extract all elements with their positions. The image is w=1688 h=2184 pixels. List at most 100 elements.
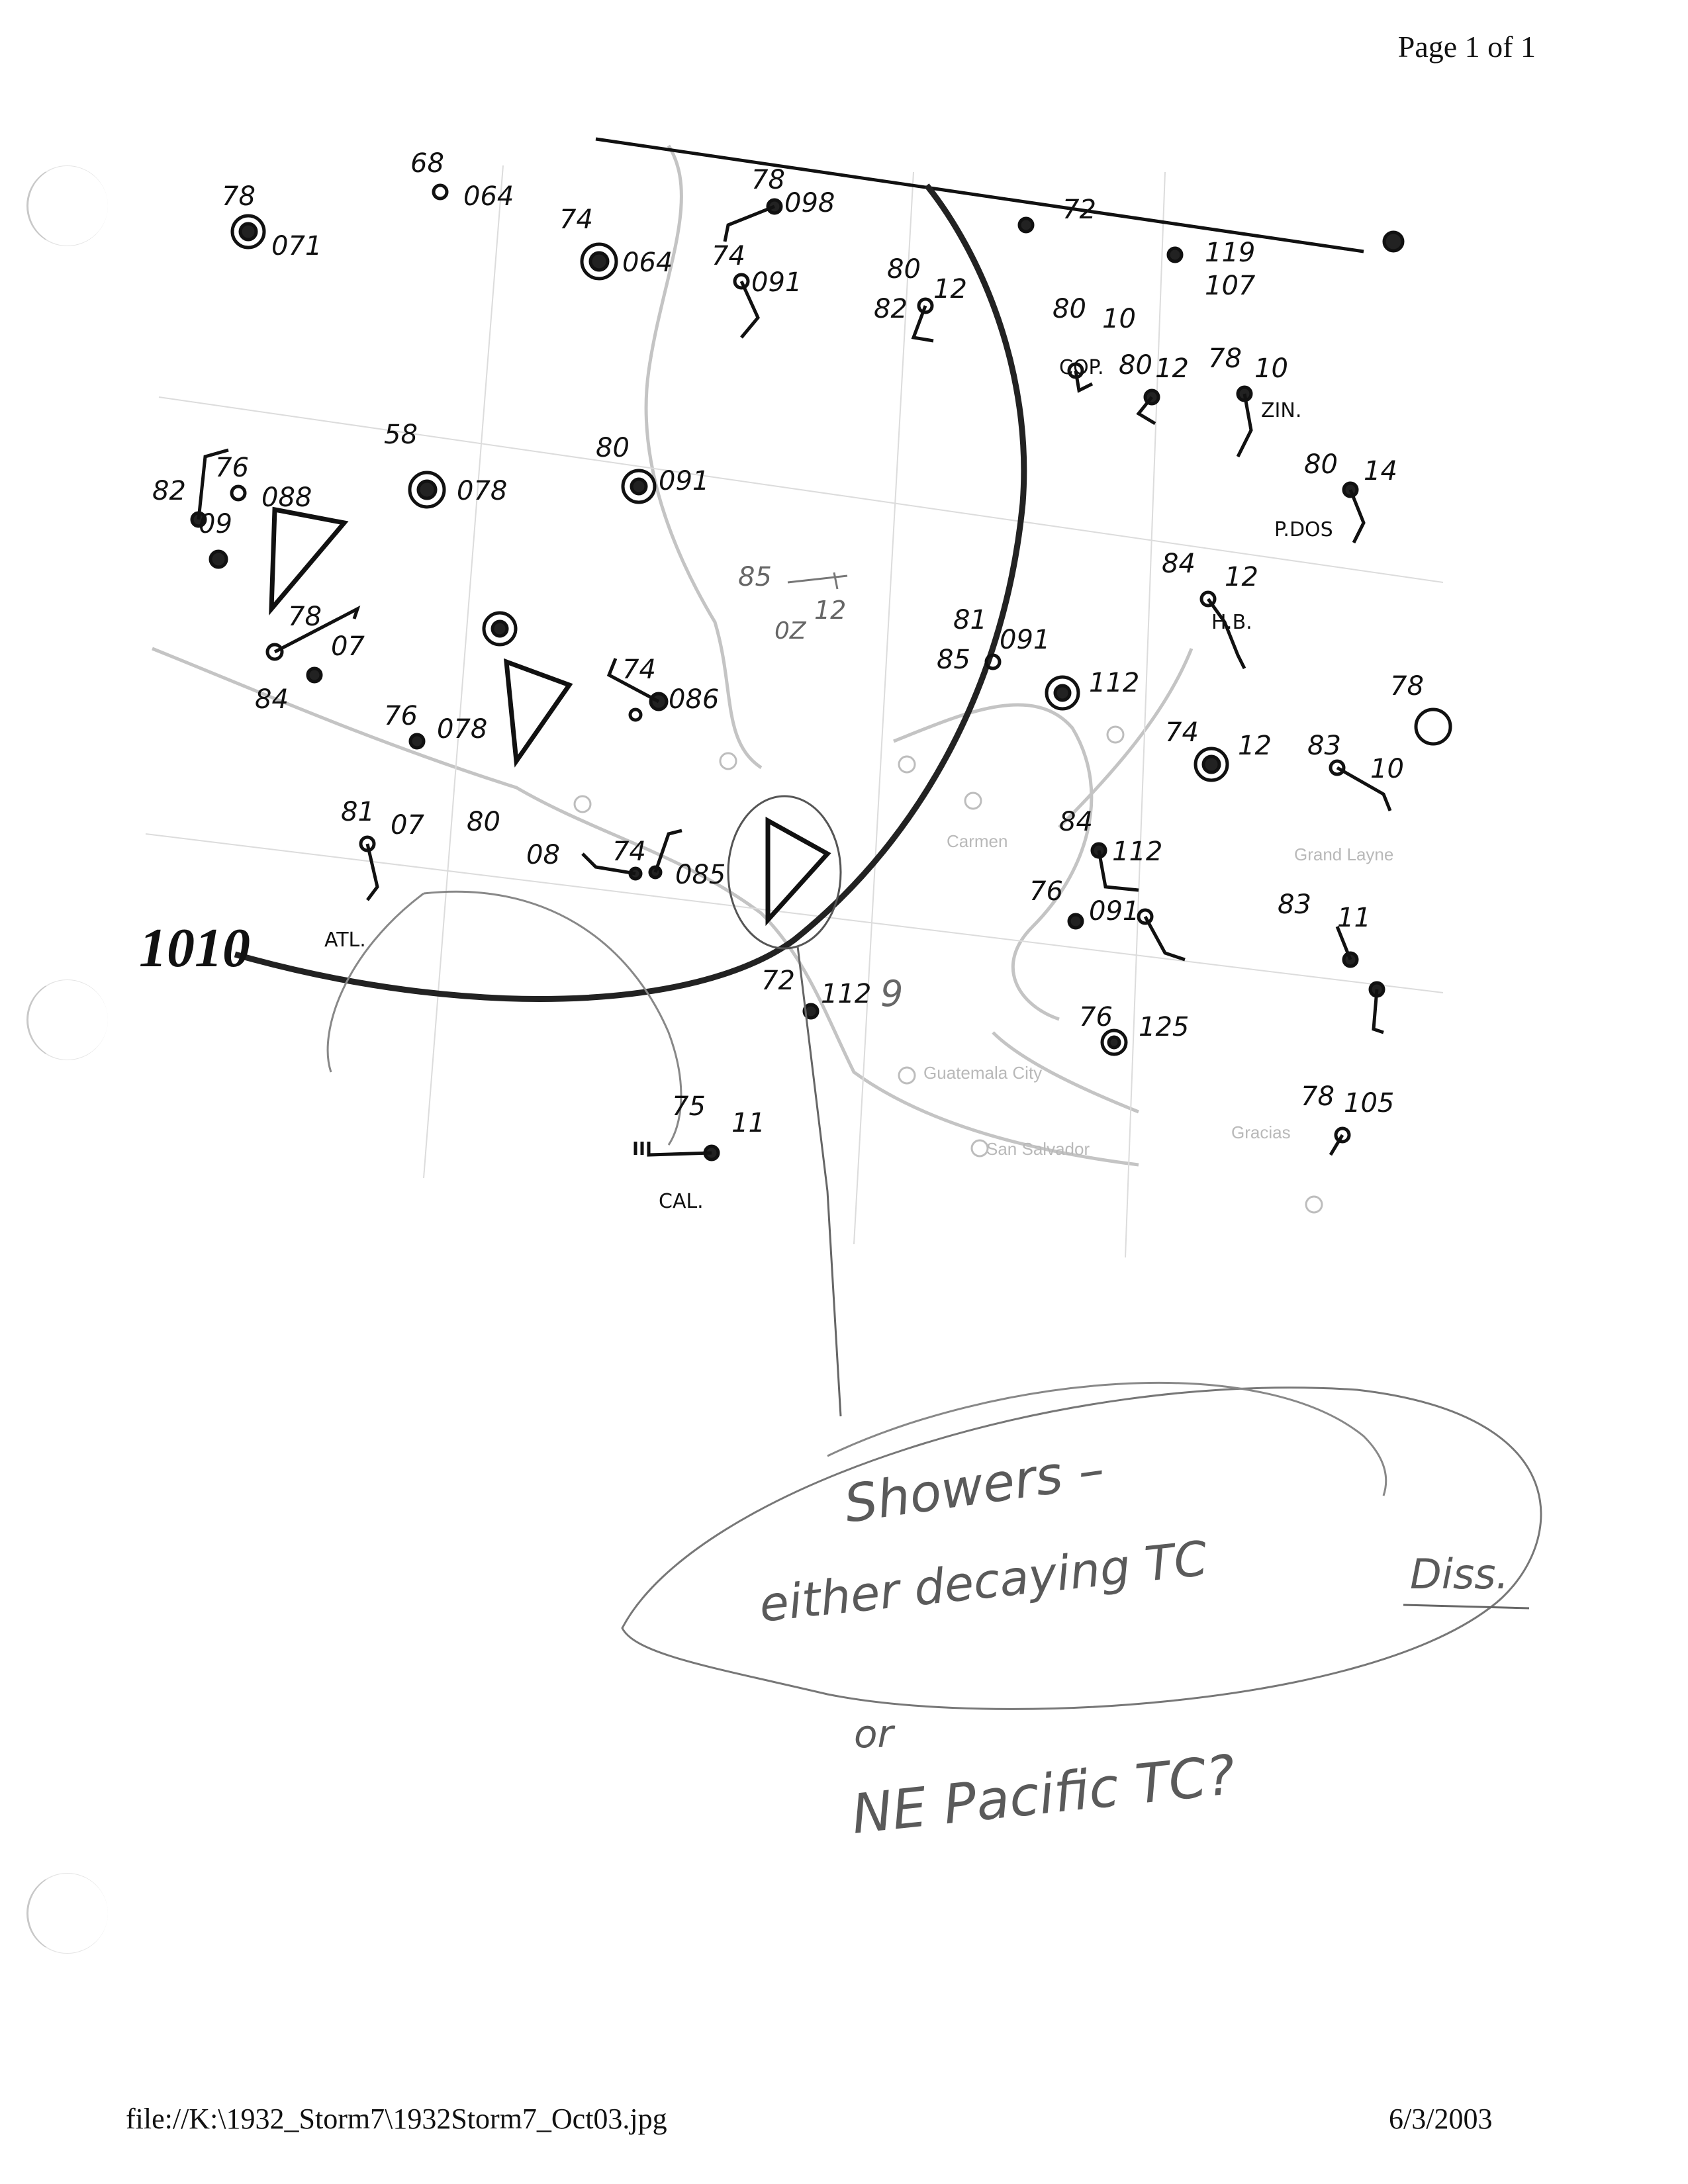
station-temp: 84 [1059, 807, 1093, 837]
station-code: COP. [1059, 356, 1104, 379]
station-code: H.B. [1211, 611, 1252, 634]
map-top-border [595, 137, 1364, 253]
station-pressure: 091 [659, 466, 709, 496]
station-temp: 78 [288, 602, 322, 632]
station-pressure: 112 [1112, 837, 1162, 867]
station-pressure: 11 [731, 1108, 765, 1138]
annotation-line-2: either decaying TC [757, 1530, 1211, 1633]
svg-text:Carmen: Carmen [947, 831, 1008, 851]
station-pressure: 08 [526, 840, 560, 870]
station-temp: 82 [152, 476, 186, 506]
station-temp: 85 [937, 645, 970, 675]
annotation-ellipse-inner [827, 1381, 1387, 1496]
storm-triangle-3 [765, 817, 831, 927]
svg-text:85: 85 [738, 562, 772, 592]
station-temp: 76 [1029, 876, 1063, 907]
station-temp: 74 [622, 655, 656, 685]
svg-text:9: 9 [880, 973, 903, 1015]
station-temp: 119 [1205, 238, 1255, 268]
station-pressure: 064 [622, 248, 673, 278]
station-pressure: 064 [463, 181, 514, 212]
station-temp: 76 [215, 453, 249, 483]
station-temp: 80 [1304, 449, 1338, 480]
annotation-line-3: or [854, 1711, 895, 1756]
wind-barbs [197, 205, 1392, 1157]
coastlines [152, 144, 1194, 1167]
station-pressure: 12 [1155, 353, 1189, 384]
station-pressure: 091 [1000, 625, 1050, 655]
svg-text:San Salvador: San Salvador [986, 1139, 1090, 1159]
isobar-line [234, 183, 1027, 1002]
station-pressure: 12 [1238, 731, 1272, 761]
station-pressure: 10 [1102, 304, 1136, 334]
station-temp: 78 [751, 165, 785, 195]
station-pressure: 078 [457, 476, 507, 506]
station-pressure: 105 [1344, 1088, 1394, 1118]
pencil-station: 85 12 0Z 9 [738, 562, 903, 1015]
annotation-line-4: NE Pacific TC? [849, 1744, 1239, 1846]
station-temp: 83 [1278, 889, 1311, 920]
station-temp: 72 [761, 966, 795, 996]
station-temp: 80 [1053, 294, 1086, 324]
station-pressure: 12 [933, 274, 967, 304]
station-codes: ATL. CAL. ZIN. P.DOS H.B. COP. [324, 356, 1333, 1213]
station-pressure: 07 [391, 810, 424, 841]
station-pressure: 14 [1364, 456, 1397, 486]
station-temp: 78 [1208, 343, 1242, 374]
binder-hole-bottom [26, 1873, 108, 1954]
station-temp: 81 [341, 797, 375, 827]
station-pressure: 078 [437, 714, 487, 745]
station-code: CAL. [659, 1190, 704, 1213]
station-temp: 84 [255, 684, 289, 715]
diss-underline [1403, 1604, 1530, 1610]
storm-triangles [269, 506, 831, 927]
svg-text:12: 12 [814, 596, 846, 625]
annotation-ellipse [621, 1387, 1542, 1710]
pencil-track [326, 892, 424, 1073]
station-markers [190, 183, 1452, 1161]
city-markers [573, 725, 1323, 1214]
svg-text:0Z: 0Z [774, 617, 807, 645]
station-code: P.DOS [1274, 518, 1333, 541]
station-temp: 76 [1079, 1002, 1113, 1032]
file-path-label: file://K:\1932_Storm7\1932Storm7_Oct03.j… [126, 2103, 667, 2135]
station-pressure: 091 [751, 267, 802, 298]
station-temp: 80 [1119, 350, 1152, 381]
station-code: ZIN. [1261, 399, 1301, 422]
svg-text:Guatemala City: Guatemala City [923, 1063, 1042, 1083]
storm-triangle-1 [269, 506, 349, 615]
print-date-label: 6/3/2003 [1389, 2103, 1493, 2135]
station-pressure: 086 [669, 684, 719, 715]
station-temp: 82 [874, 294, 908, 324]
station-temp: 80 [887, 254, 921, 285]
page-number-label: Page 1 of 1 [1397, 30, 1536, 64]
station-temp: 81 [953, 605, 987, 635]
station-pressure: 071 [271, 231, 322, 261]
station-temp: 74 [712, 241, 745, 271]
annotation-line-1: Showers – [841, 1439, 1108, 1535]
station-pressure: 088 [261, 482, 312, 513]
map-gridlines [145, 165, 1444, 1258]
station-pressure: 125 [1139, 1012, 1189, 1042]
station-temp: 76 [384, 701, 418, 731]
station-pressure: 112 [821, 979, 871, 1009]
binder-hole-top [26, 165, 108, 246]
station-temp: 78 [1301, 1081, 1335, 1112]
station-pressure: 098 [784, 188, 835, 218]
station-pressure: 09 [199, 509, 232, 539]
station-pressure: 112 [1089, 668, 1139, 698]
station-pressure: 07 [331, 631, 365, 662]
station-temp: 83 [1307, 731, 1341, 761]
station-temp: 74 [1165, 717, 1199, 748]
station-pressure: 10 [1370, 754, 1404, 784]
station-labels: 78 071 68 064 74 064 78 098 74 091 80 82… [152, 148, 1424, 1138]
binder-hole-middle [26, 979, 108, 1060]
svg-text:Grand Layne: Grand Layne [1294, 844, 1393, 864]
station-temp: 78 [222, 181, 256, 212]
station-pressure: 107 [1205, 271, 1256, 301]
storm-triangle-2 [503, 658, 573, 768]
storm-center-circle [727, 795, 842, 950]
annotation-diss: Diss. [1410, 1550, 1509, 1598]
annotation-leader-line [796, 946, 842, 1417]
